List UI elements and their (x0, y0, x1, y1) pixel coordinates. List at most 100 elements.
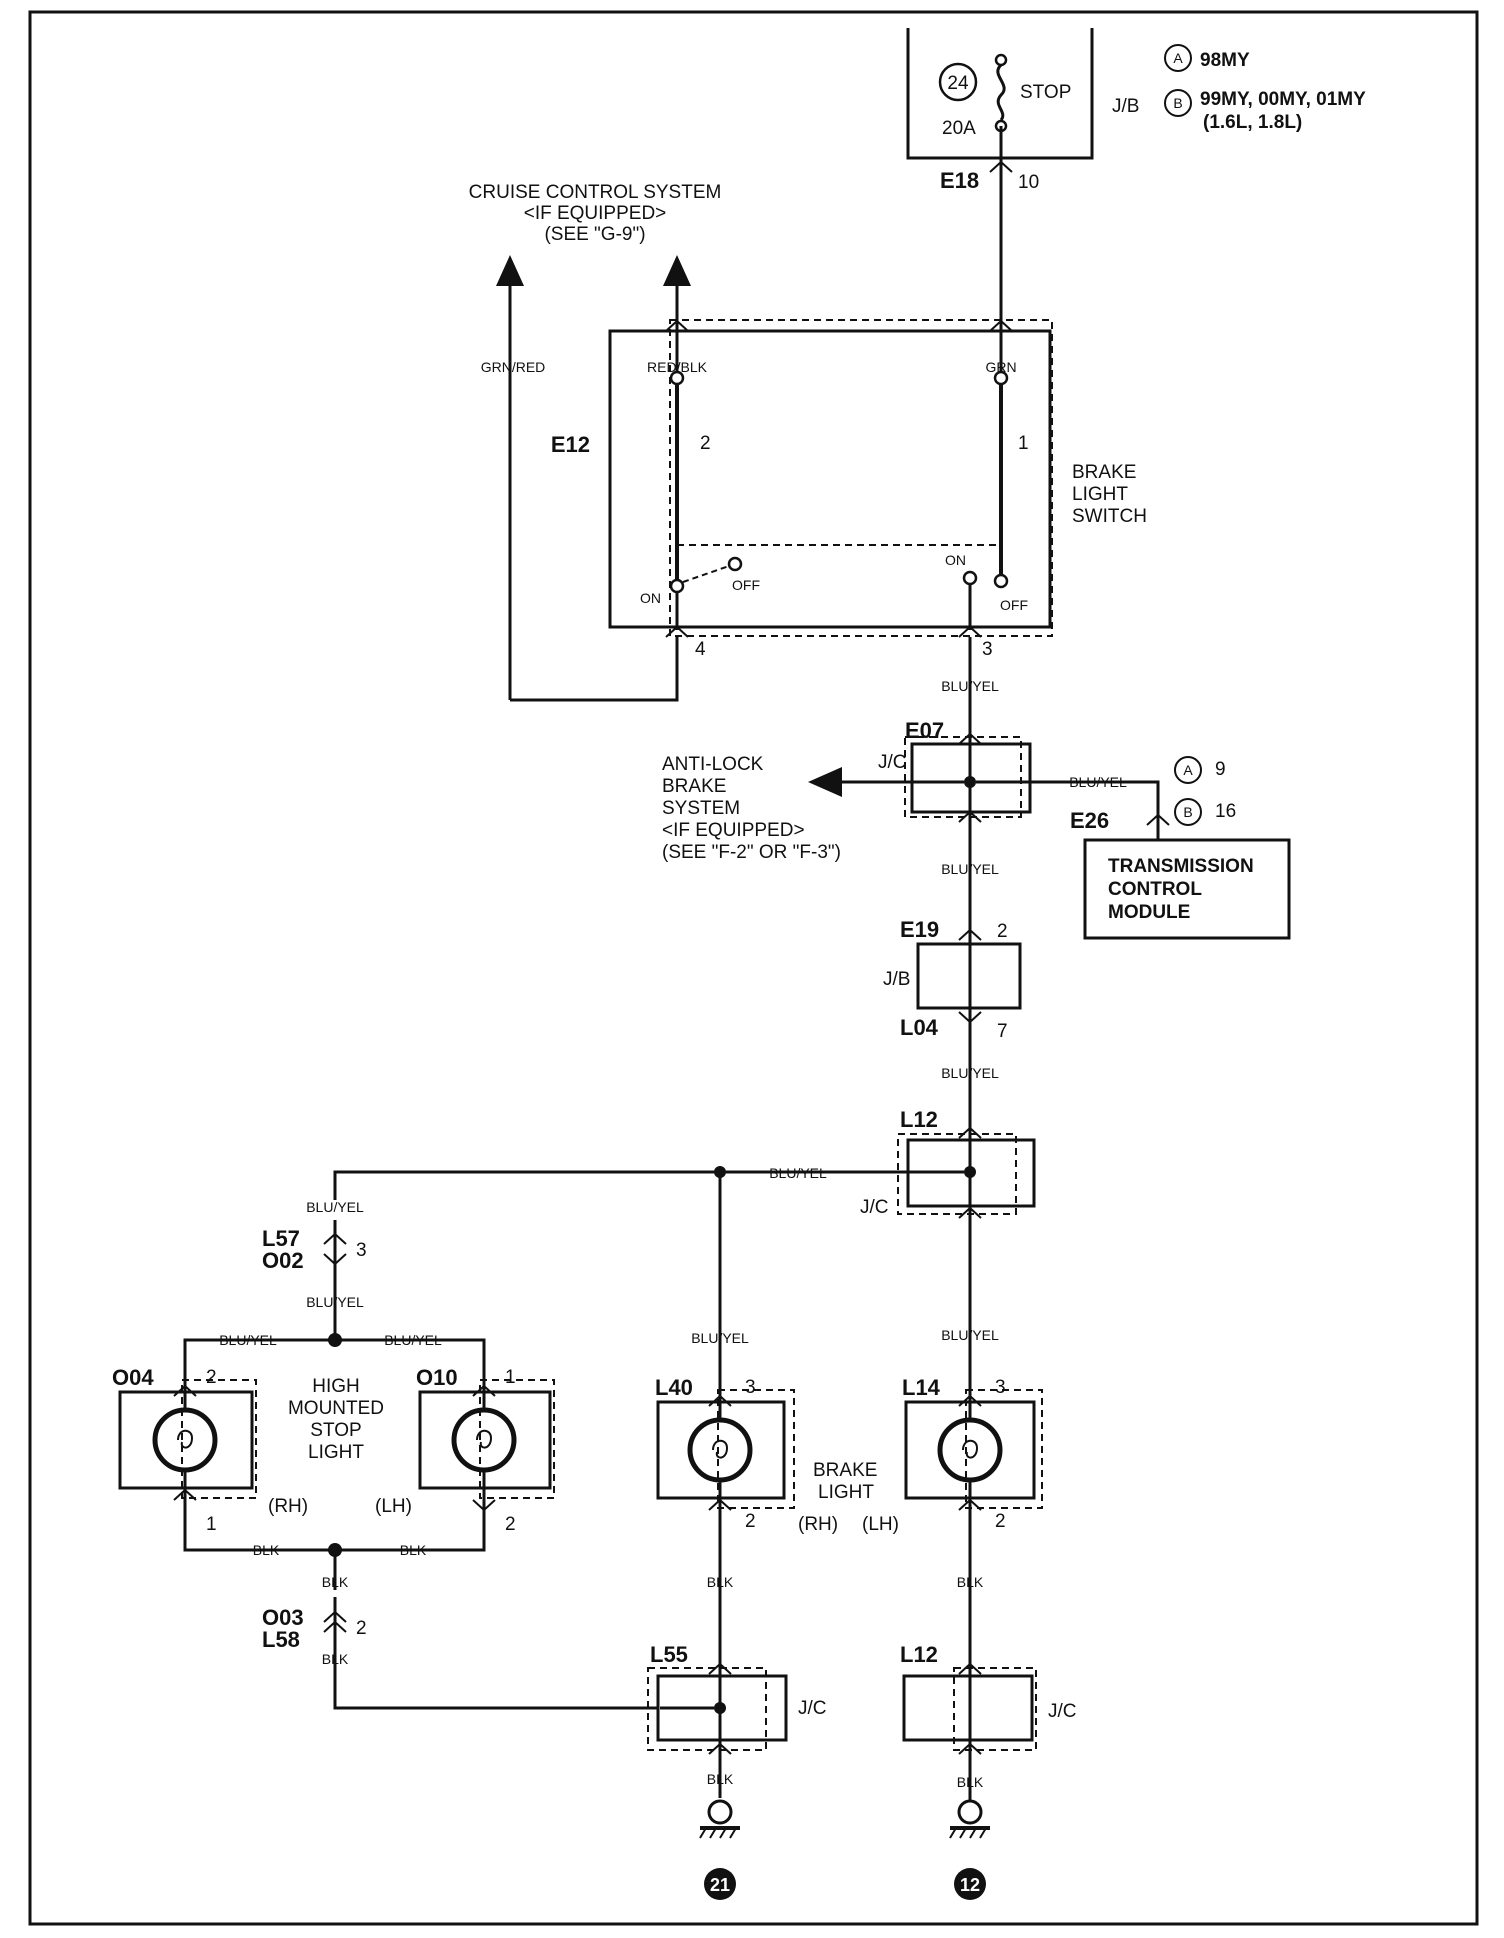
ground-21 (699, 1799, 740, 1900)
wire-label-blu-yel-tcm: BLU/YEL (1069, 774, 1127, 790)
model-year-legend: A 98MY B 99MY, 00MY, 01MY (1.6L, 1.8L) (1164, 44, 1366, 133)
l14-pin-bot: 2 (995, 1511, 1006, 1532)
connector-l40: L40 (655, 1375, 693, 1400)
fuse-number: 24 (947, 73, 969, 94)
lh-label-brake: (LH) (862, 1514, 899, 1535)
e12-pin-4: 4 (695, 639, 706, 660)
wire-label-blk-6: BLK (957, 1574, 984, 1590)
legend-a-text: 98MY (1200, 50, 1250, 71)
wire-label-blk-1: BLK (253, 1542, 280, 1558)
connector-e12: E12 (551, 432, 590, 457)
connector-e26: E26 (1070, 808, 1109, 833)
wire-label-blu-yel-2: BLU/YEL (941, 861, 999, 877)
hmsl-label-2: MOUNTED (288, 1398, 384, 1419)
brake-switch-label-1: BRAKE (1072, 462, 1136, 483)
abs-label-2: BRAKE (662, 776, 726, 797)
legend-b-text-1: 99MY, 00MY, 01MY (1200, 89, 1366, 110)
l14-pin-top: 3 (995, 1377, 1006, 1398)
connector-l57: L57 (262, 1226, 300, 1251)
wire-label-blk-7: BLK (707, 1771, 734, 1787)
abs-arrow (808, 767, 842, 797)
fuse-rating: 20A (942, 118, 976, 139)
legend-b-text-2: (1.6L, 1.8L) (1203, 112, 1302, 133)
lh-label-hmsl: (LH) (375, 1496, 412, 1517)
connector-l04: L04 (900, 1015, 939, 1040)
e19-pin: 2 (997, 921, 1008, 942)
joint-connector-l12-bottom (902, 1662, 1037, 1755)
hmsl-label-1: HIGH (312, 1376, 360, 1397)
connector-l55: L55 (650, 1642, 688, 1667)
e12-pin-1: 1 (1018, 433, 1029, 454)
hmsl-label-4: LIGHT (308, 1442, 364, 1463)
tcm-legend-b: B (1183, 804, 1192, 820)
wire-label-blu-yel-5: BLU/YEL (306, 1199, 364, 1215)
l04-pin: 7 (997, 1021, 1008, 1042)
tcm-label-1: TRANSMISSION (1108, 856, 1254, 877)
fuse-name: STOP (1020, 82, 1071, 103)
switch-off-right: OFF (1000, 597, 1028, 613)
switch-on-left: ON (640, 590, 661, 606)
connector-l12-top: L12 (900, 1107, 938, 1132)
jc-label-l12-top: J/C (860, 1197, 889, 1218)
e12-pin-2: 2 (700, 433, 711, 454)
o04-pin-bot: 1 (206, 1514, 217, 1535)
connector-e18: E18 (940, 168, 979, 193)
e26-pin-a: 9 (1215, 759, 1226, 780)
connector-l12-bottom: L12 (900, 1642, 938, 1667)
o10-pin-bot: 2 (505, 1514, 516, 1535)
cruise-label-2: <IF EQUIPPED> (524, 203, 667, 224)
ground-21-label: 21 (710, 1875, 730, 1895)
connector-l58: L58 (262, 1627, 300, 1652)
transmission-control-module (1083, 838, 1291, 940)
hmsl-label-3: STOP (310, 1420, 361, 1441)
connector-e18-pin: 10 (1018, 172, 1039, 193)
lamp-o10 (418, 1379, 555, 1512)
brake-light-switch: ON OFF ON OFF (608, 319, 1053, 638)
rh-label-hmsl: (RH) (268, 1496, 308, 1517)
page-border (28, 10, 1479, 1926)
wire-label-blk-8: BLK (957, 1774, 984, 1790)
wire-label-grn-red: GRN/RED (481, 359, 546, 375)
wire-label-blk-4: BLK (322, 1651, 349, 1667)
tcm-label-3: MODULE (1108, 902, 1190, 923)
connector-o04: O04 (112, 1365, 154, 1390)
lamp-o04 (118, 1379, 257, 1501)
lamp-l14 (904, 1389, 1043, 1511)
o04-pin-top: 2 (206, 1367, 217, 1388)
l57-pin: 3 (356, 1240, 367, 1261)
connector-o03: O03 (262, 1605, 304, 1630)
tcm-label-2: CONTROL (1108, 879, 1202, 900)
connector-e07: E07 (905, 718, 944, 743)
legend-a-mark: A (1173, 50, 1183, 66)
lamp-l40 (656, 1389, 795, 1511)
connector-o10: O10 (416, 1365, 458, 1390)
connector-e19: E19 (900, 917, 939, 942)
brake-light-label-1: BRAKE (813, 1460, 877, 1481)
connector-l14: L14 (902, 1375, 941, 1400)
cruise-arrow-left (496, 255, 524, 286)
brake-switch-label-3: SWITCH (1072, 506, 1147, 527)
jc-label-l55: J/C (798, 1698, 827, 1719)
e12-pin-3: 3 (982, 639, 993, 660)
wire-label-blu-yel-6: BLU/YEL (306, 1294, 364, 1310)
abs-label-1: ANTI-LOCK (662, 754, 764, 775)
fuse-block-label: J/B (1112, 96, 1139, 117)
tcm-legend-a: A (1183, 762, 1193, 778)
cruise-label-1: CRUISE CONTROL SYSTEM (469, 182, 722, 203)
wire-label-blu-yel-10: BLU/YEL (941, 1327, 999, 1343)
wire-label-blu-yel-8: BLU/YEL (384, 1332, 442, 1348)
cruise-arrow-right (663, 255, 691, 286)
cruise-label-3: (SEE "G-9") (544, 224, 645, 245)
brake-switch-label-2: LIGHT (1072, 484, 1128, 505)
o10-pin-top: 1 (505, 1367, 516, 1388)
l40-pin-top: 3 (745, 1377, 756, 1398)
wire-label-blu-yel-9: BLU/YEL (691, 1330, 749, 1346)
switch-off-left: OFF (732, 577, 760, 593)
junction-block-e19 (916, 920, 1022, 1040)
jb-label-e19: J/B (883, 969, 910, 990)
wire-label-blk-2: BLK (400, 1542, 427, 1558)
wire-label-blk-3: BLK (322, 1574, 349, 1590)
wire-label-blk-5: BLK (707, 1574, 734, 1590)
wire-label-blu-yel-4: BLU/YEL (769, 1165, 827, 1181)
